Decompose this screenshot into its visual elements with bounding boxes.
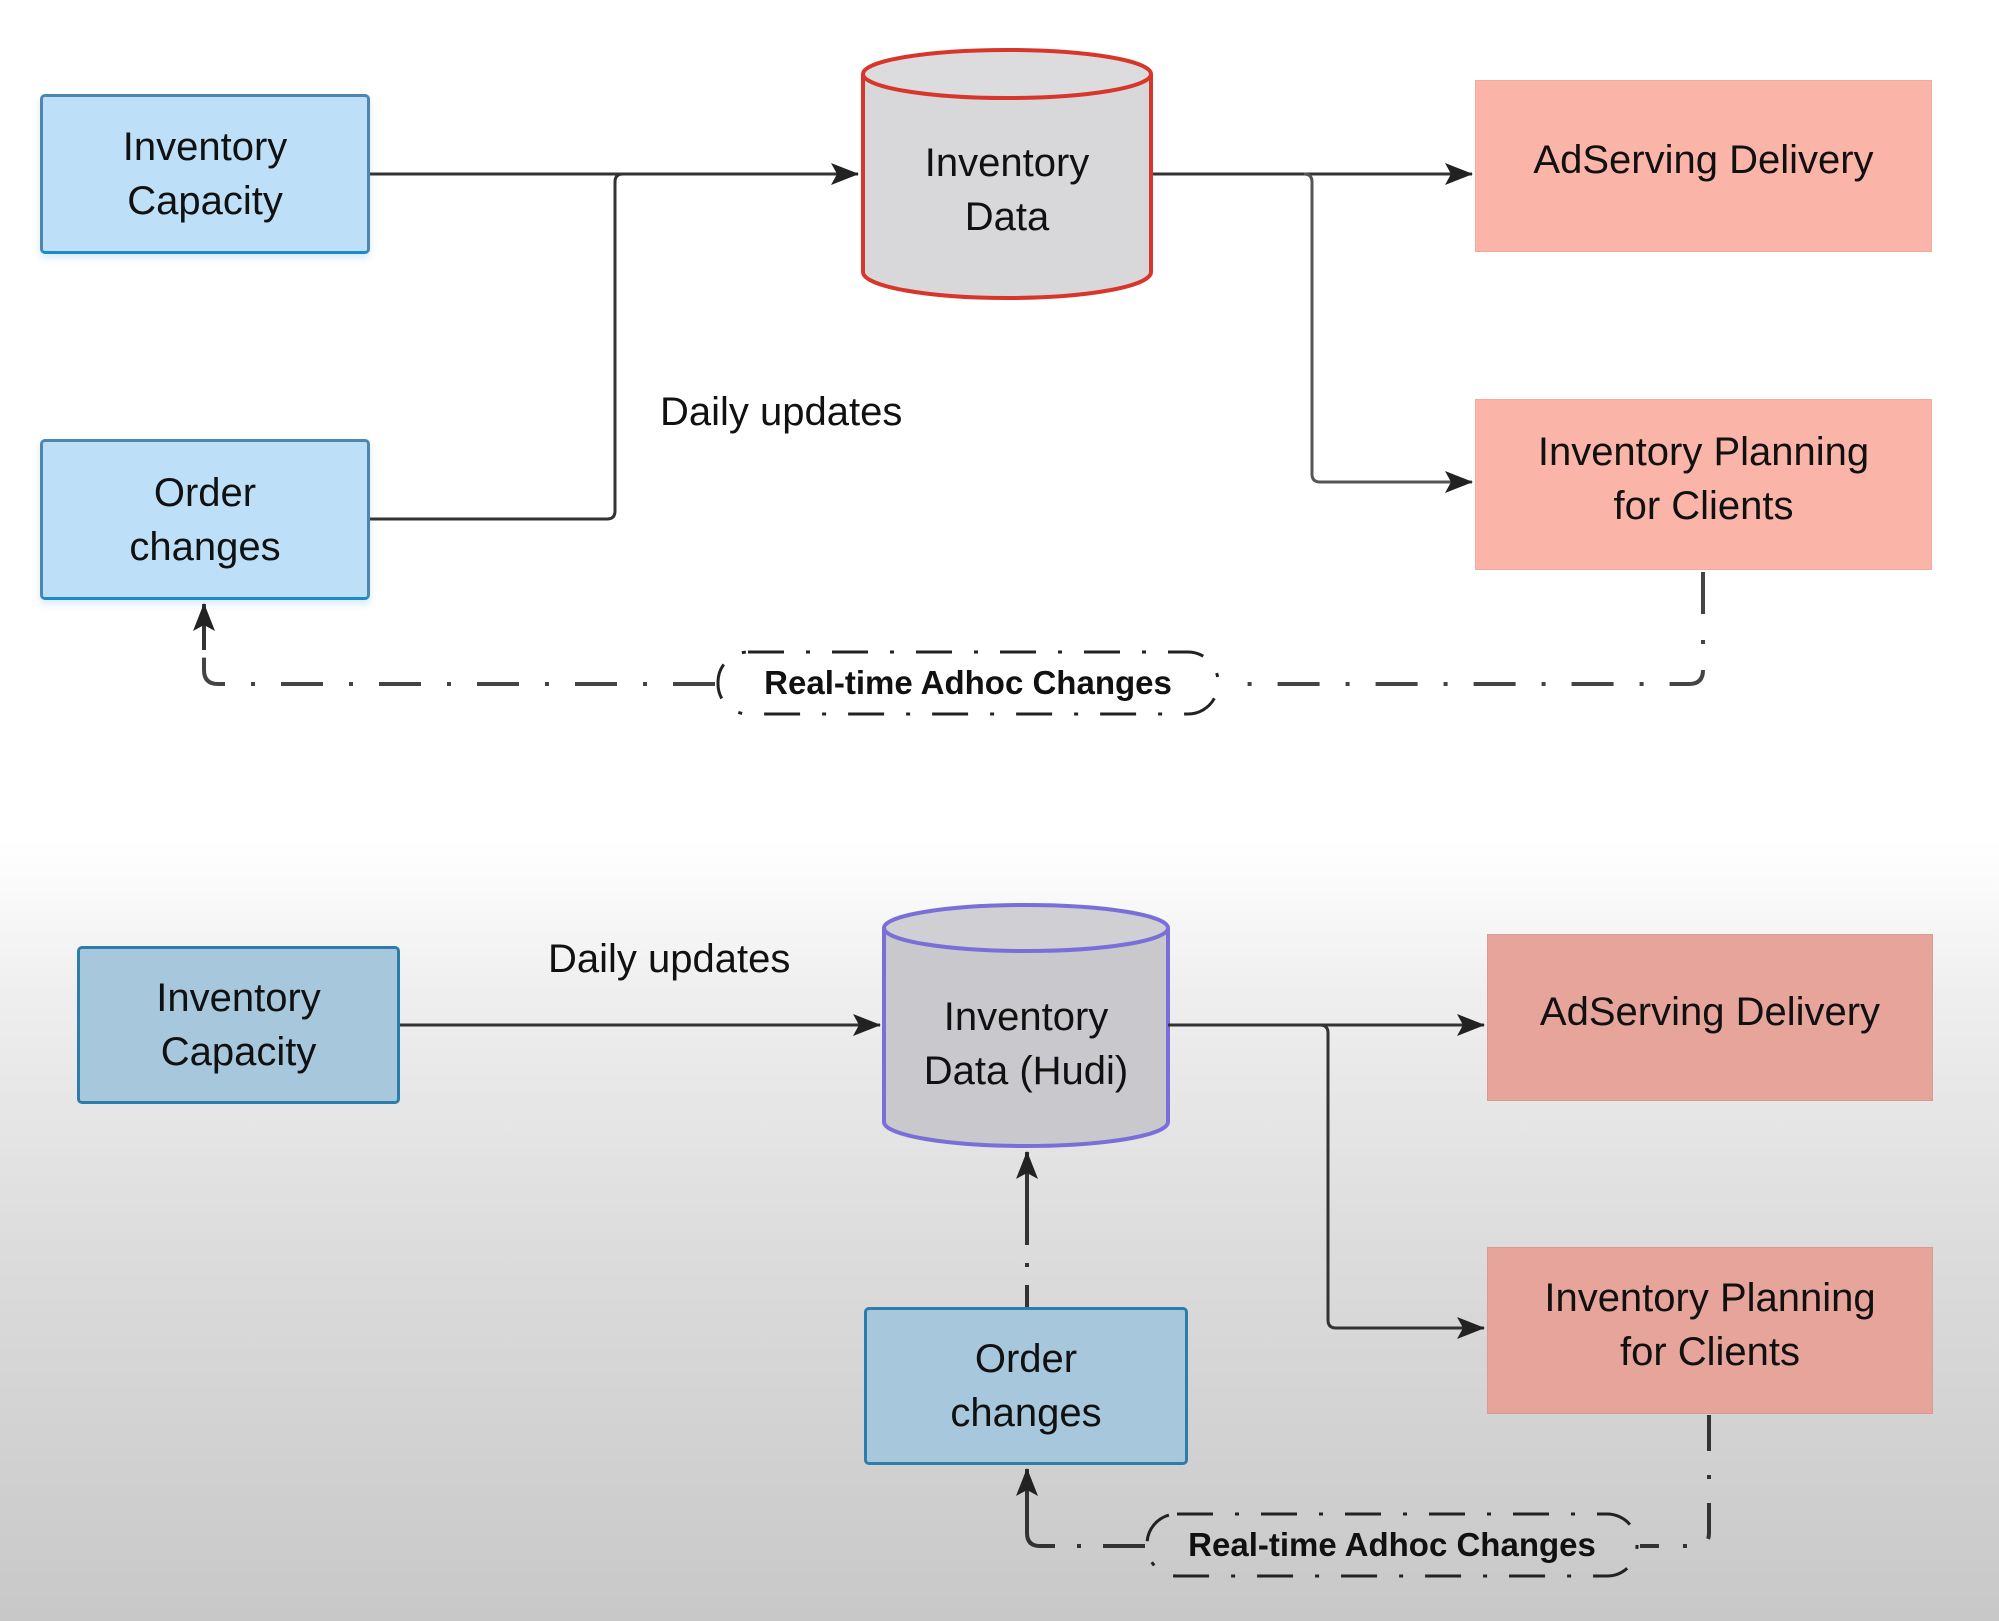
daily-updates-label-bottom: Daily updates — [548, 937, 791, 981]
inventory-data-label-top: Inventory Data — [924, 141, 1090, 239]
adserving-delivery-node-bottom[interactable]: AdServing Delivery — [1487, 934, 1933, 1101]
inventory-capacity-label-bottom: Inventory Capacity — [156, 976, 321, 1074]
feedback-edge-right-bottom — [1640, 1415, 1711, 1548]
daily-updates-label-top: Daily updates — [660, 390, 903, 434]
adserving-delivery-node-top[interactable]: AdServing Delivery — [1475, 80, 1932, 252]
inventory-planning-node-top[interactable]: Inventory Planning for Clients — [1475, 399, 1932, 570]
adserving-delivery-label-top: AdServing Delivery — [1533, 138, 1874, 182]
realtime-adhoc-changes-label-bottom: Real-time Adhoc Changes — [1188, 1526, 1596, 1563]
edge-orders-to-store-top — [370, 172, 624, 521]
inventory-planning-label-top: Inventory Planning for Clients — [1537, 429, 1870, 528]
adserving-delivery-label-bottom: AdServing Delivery — [1539, 989, 1881, 1034]
order-changes-label-top: Order changes — [129, 470, 281, 569]
order-changes-node-bottom[interactable]: Order changes — [864, 1307, 1188, 1465]
edge-store-to-planning-top — [1303, 172, 1473, 493]
inventory-planning-label-bottom: Inventory Planning for Clients — [1544, 1275, 1876, 1374]
feedback-edge-right-top — [1222, 572, 1705, 686]
realtime-adhoc-changes-label-top: Real-time Adhoc Changes — [764, 664, 1172, 701]
inventory-planning-node-bottom[interactable]: Inventory Planning for Clients — [1487, 1247, 1933, 1414]
inventory-capacity-node-top[interactable]: Inventory Capacity — [40, 94, 370, 254]
inventory-capacity-label-top: Inventory Capacity — [122, 125, 288, 223]
inventory-capacity-node-bottom[interactable]: Inventory Capacity — [77, 946, 400, 1104]
feedback-edge-left-bottom — [1025, 1470, 1145, 1548]
order-changes-node-top[interactable]: Order changes — [40, 439, 370, 600]
inventory-data-store-top — [861, 48, 1153, 300]
feedback-edge-left-top — [202, 604, 715, 686]
feedback-pill-outline-bottom — [1145, 1512, 1639, 1578]
edge-store-to-planning-bottom — [1319, 1023, 1485, 1339]
inventory-data-hudi-store-bottom — [882, 903, 1170, 1148]
inventory-data-hudi-label-bottom: Inventory Data (Hudi) — [923, 995, 1129, 1093]
order-changes-label-bottom: Order changes — [950, 1337, 1102, 1435]
feedback-pill-outline-top — [716, 650, 1220, 716]
